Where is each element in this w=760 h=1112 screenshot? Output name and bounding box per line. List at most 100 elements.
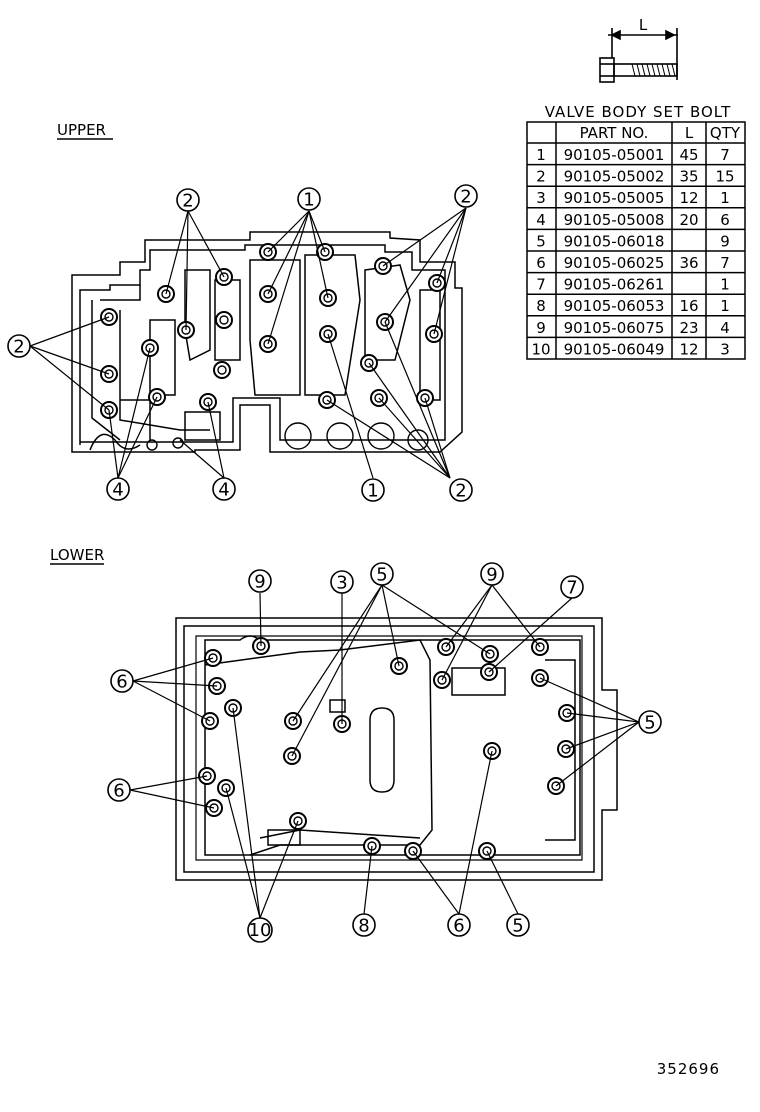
table-title: VALVE BODY SET BOLT [545,103,732,121]
svg-text:35: 35 [679,168,698,186]
bolt-length-icon [599,28,678,83]
svg-text:5: 5 [536,232,546,250]
svg-text:5: 5 [644,713,655,734]
svg-text:4: 4 [536,211,546,229]
svg-text:2: 2 [182,191,193,212]
callout-bubble: 2 [7,334,31,358]
svg-text:6: 6 [116,672,127,693]
svg-text:90105-06018: 90105-06018 [564,232,665,250]
callout-bubble: 4 [212,477,236,501]
upper-bores [146,422,429,451]
callout-bubble: 1 [361,478,385,502]
svg-text:2: 2 [536,168,546,186]
svg-text:2: 2 [455,481,466,502]
svg-text:45: 45 [679,146,698,164]
parts-table-grid [526,121,746,360]
svg-text:90105-06025: 90105-06025 [564,254,665,272]
callout-bubble: 2 [454,184,478,208]
callout-bubble: 3 [330,570,354,594]
upper-section-label: UPPER [57,121,106,139]
svg-text:20: 20 [679,211,698,229]
svg-text:9: 9 [486,565,497,586]
svg-text:3: 3 [336,573,347,594]
svg-text:90105-06075: 90105-06075 [564,319,665,337]
svg-text:6: 6 [720,211,730,229]
svg-text:15: 15 [715,168,734,186]
svg-text:3: 3 [536,189,546,207]
svg-text:36: 36 [679,254,698,272]
svg-text:12: 12 [679,189,698,207]
table-row: 8 90105-06053 16 1 [536,297,730,315]
table-row: 9 90105-06075 23 4 [536,319,730,337]
callout-bubble: 5 [506,913,530,937]
svg-text:12: 12 [679,340,698,358]
callout-bubble: 2 [176,188,200,212]
svg-text:6: 6 [453,916,464,937]
lower-bolt-heads [198,637,576,860]
header-part-no: PART NO. [580,124,649,142]
svg-text:2: 2 [460,187,471,208]
callout-bubble: 6 [107,778,131,802]
svg-text:2: 2 [13,337,24,358]
svg-text:6: 6 [536,254,546,272]
callout-bubble: 10 [247,917,273,943]
callout-bubble: 4 [106,477,130,501]
svg-text:3: 3 [720,340,730,358]
header-qty: QTY [710,124,741,142]
svg-text:1: 1 [720,297,730,315]
svg-text:90105-05005: 90105-05005 [564,189,665,207]
table-header: PART NO. L QTY [580,124,741,142]
lower-leader-lines [129,584,640,919]
svg-text:8: 8 [358,916,369,937]
svg-text:16: 16 [679,297,698,315]
callout-bubble: 7 [560,575,584,599]
callout-bubble: 8 [352,913,376,937]
svg-text:90105-05002: 90105-05002 [564,168,665,186]
svg-text:9: 9 [720,232,730,250]
callout-bubble: 1 [297,187,321,211]
lower-callouts: 9 3 5 9 7 6 5 6 10 8 6 5 [107,562,662,943]
callout-bubble: 6 [447,913,471,937]
table-row: 1 90105-05001 45 7 [536,146,730,164]
callout-bubble: 9 [248,569,272,593]
upper-leader-lines [29,207,467,479]
lower-section-label: LOWER [50,546,104,564]
svg-text:9: 9 [254,572,265,593]
callout-bubble: 5 [370,562,394,586]
svg-text:7: 7 [720,254,730,272]
svg-text:1: 1 [367,481,378,502]
table-row: 4 90105-05008 20 6 [536,211,730,229]
bolt-length-label: L [639,16,648,34]
svg-text:7: 7 [720,146,730,164]
table-row: 5 90105-06018 9 [536,232,730,250]
upper-bolt-heads [100,243,446,419]
svg-text:6: 6 [113,781,124,802]
svg-text:4: 4 [218,480,229,501]
svg-text:1: 1 [303,190,314,211]
svg-text:90105-05008: 90105-05008 [564,211,665,229]
svg-text:1: 1 [720,189,730,207]
svg-text:7: 7 [566,578,577,599]
svg-text:4: 4 [112,480,123,501]
svg-text:90105-06049: 90105-06049 [564,340,665,358]
callout-bubble: 2 [449,478,473,502]
svg-text:1: 1 [536,146,546,164]
svg-text:4: 4 [720,319,730,337]
upper-callouts: 2 1 2 2 4 4 1 2 [7,184,478,502]
svg-text:9: 9 [536,319,546,337]
svg-text:90105-06053: 90105-06053 [564,297,665,315]
svg-text:10: 10 [249,920,272,941]
svg-text:23: 23 [679,319,698,337]
header-length: L [685,124,694,142]
svg-text:7: 7 [536,276,546,294]
diagram-number: 352696 [657,1060,720,1078]
lower-valve-body-outline [175,617,618,881]
svg-text:5: 5 [376,565,387,586]
svg-text:8: 8 [536,297,546,315]
svg-text:5: 5 [512,916,523,937]
svg-text:90105-05001: 90105-05001 [564,146,665,164]
